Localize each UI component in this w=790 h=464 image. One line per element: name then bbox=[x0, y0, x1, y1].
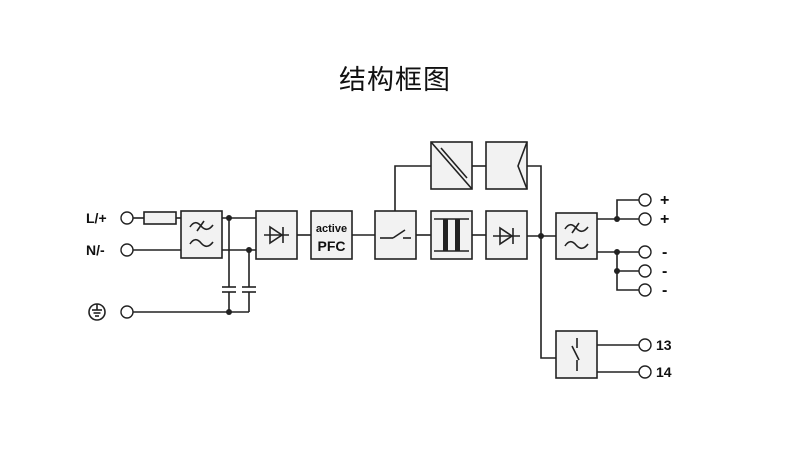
junction bbox=[614, 268, 620, 274]
optocoupler-block bbox=[485, 141, 528, 190]
terminal-plus-1 bbox=[638, 193, 652, 207]
switch-icon bbox=[380, 229, 411, 239]
terminal-line bbox=[120, 211, 134, 225]
feedback-icon bbox=[517, 141, 528, 190]
terminal-14 bbox=[638, 365, 652, 379]
diode-icon bbox=[493, 226, 520, 246]
y-capacitors bbox=[222, 218, 256, 313]
transformer-block bbox=[430, 210, 473, 260]
output-label-plus-2: + bbox=[660, 211, 669, 228]
terminal-minus-3 bbox=[638, 283, 652, 297]
output-label-minus-1: - bbox=[662, 244, 667, 261]
protective-earth-icon bbox=[88, 303, 106, 321]
regulator-block bbox=[430, 141, 473, 190]
fuse-icon bbox=[143, 211, 177, 225]
output-rectifier-block bbox=[485, 210, 528, 260]
wire bbox=[527, 165, 556, 359]
pfc-label-active: active bbox=[316, 223, 347, 235]
output-filter-block bbox=[555, 212, 598, 260]
junction bbox=[538, 233, 544, 239]
terminal-minus-2 bbox=[638, 264, 652, 278]
terminal-neutral bbox=[120, 243, 134, 257]
output-label-minus-2: - bbox=[662, 263, 667, 280]
rectifier-block bbox=[255, 210, 298, 260]
relay-block bbox=[555, 330, 598, 379]
input-label-neutral: N/- bbox=[86, 242, 105, 258]
relay-label-13: 13 bbox=[656, 337, 672, 353]
wire bbox=[616, 252, 639, 291]
terminal-minus-1 bbox=[638, 245, 652, 259]
junction bbox=[614, 216, 620, 222]
wire bbox=[394, 165, 431, 211]
output-label-minus-3: - bbox=[662, 282, 667, 299]
terminal-13 bbox=[638, 338, 652, 352]
transformer-icon bbox=[434, 218, 469, 252]
wire bbox=[616, 199, 639, 219]
pfc-block: active PFC bbox=[310, 210, 353, 260]
diagram-title: 结构框图 bbox=[339, 65, 451, 96]
terminal-plus-2 bbox=[638, 212, 652, 226]
switch-block bbox=[374, 210, 417, 260]
diode-icon bbox=[264, 225, 289, 245]
dc-dc-converter-icon bbox=[430, 141, 473, 190]
junction bbox=[614, 249, 620, 255]
relay-contact-icon bbox=[571, 338, 580, 371]
input-label-line: L/+ bbox=[86, 210, 107, 226]
output-label-plus-1: + bbox=[660, 192, 669, 209]
terminal-earth bbox=[120, 305, 134, 319]
pfc-label: PFC bbox=[318, 238, 346, 254]
input-filter-block bbox=[180, 210, 223, 259]
relay-label-14: 14 bbox=[656, 364, 672, 380]
